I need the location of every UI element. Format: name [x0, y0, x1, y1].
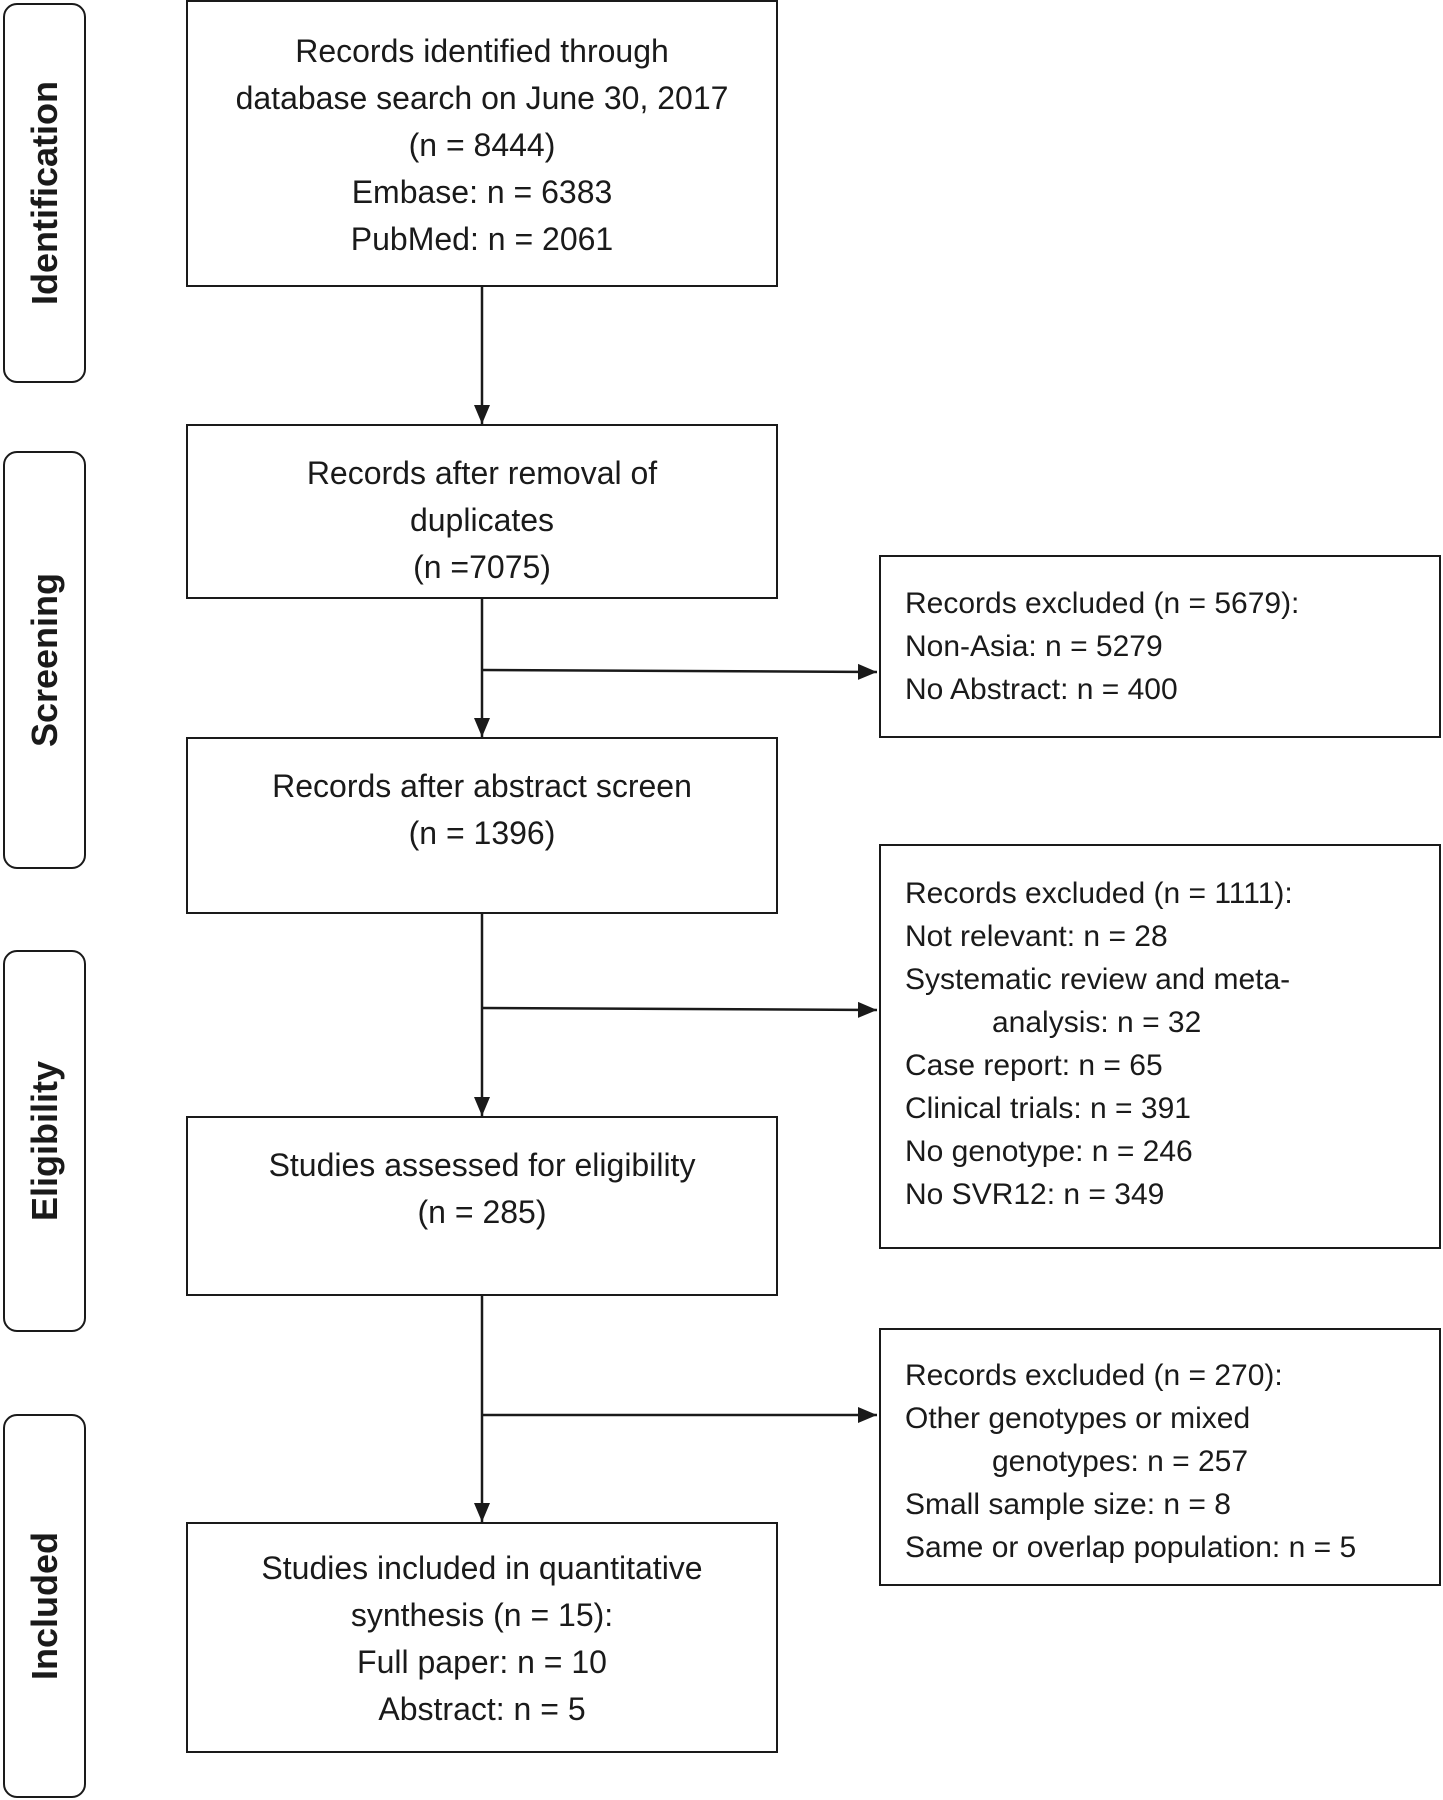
- box-excluded-eligibility: Records excluded (n = 270): Other genoty…: [879, 1328, 1441, 1586]
- box-line: (n =7075): [413, 549, 551, 585]
- phase-identification: Identification: [3, 3, 86, 383]
- box-line: Other genotypes or mixed: [905, 1402, 1251, 1435]
- box-line: genotypes: n = 257: [992, 1445, 1249, 1478]
- box-line: synthesis (n = 15):: [350, 1597, 614, 1633]
- phase-eligibility: Eligibility: [3, 950, 86, 1332]
- box-line: Case report: n = 65: [905, 1049, 1163, 1082]
- box-line: Not relevant: n = 28: [905, 920, 1168, 953]
- box-excluded-screening: Records excluded (n = 5679): Non-Asia: n…: [879, 555, 1441, 738]
- arrow-to-screening-exclusion: [481, 663, 878, 680]
- box-line: No Abstract: n = 400: [905, 673, 1178, 706]
- box-line: duplicates: [409, 502, 555, 538]
- arrow-to-abstract-exclusion: [481, 1001, 878, 1018]
- box-line: Records after removal of: [306, 455, 658, 491]
- box-abstract-screen: Records after abstract screen (n = 1396): [186, 737, 778, 914]
- box-identification: Records identified through database sear…: [186, 0, 778, 287]
- box-duplicates: Records after removal of duplicates (n =…: [186, 424, 778, 599]
- box-line: Small sample size: n = 8: [905, 1488, 1231, 1521]
- box-line: Records excluded (n = 270):: [905, 1359, 1283, 1392]
- box-excluded-abstract: Records excluded (n = 1111): Not relevan…: [879, 844, 1441, 1249]
- box-line: Records identified through: [295, 33, 669, 69]
- box-eligibility: Studies assessed for eligibility (n = 28…: [186, 1116, 778, 1296]
- box-line: Abstract: n = 5: [378, 1691, 586, 1727]
- phase-screening: Screening: [3, 451, 86, 869]
- box-line: Non-Asia: n = 5279: [905, 630, 1163, 663]
- box-line: No SVR12: n = 349: [905, 1178, 1165, 1211]
- box-line: Records excluded (n = 1111):: [905, 877, 1293, 910]
- box-line: Clinical trials: n = 391: [905, 1092, 1191, 1125]
- box-line: Records after abstract screen: [272, 768, 692, 804]
- box-line: Studies assessed for eligibility: [268, 1147, 696, 1183]
- box-line: Embase: n = 6383: [351, 174, 613, 210]
- box-line: (n = 1396): [408, 815, 556, 851]
- box-line: analysis: n = 32: [992, 1006, 1202, 1039]
- box-line: No genotype: n = 246: [905, 1135, 1193, 1168]
- box-line: database search on June 30, 2017: [235, 80, 729, 116]
- box-line: (n = 8444): [408, 127, 556, 163]
- box-line: Studies included in quantitative: [261, 1550, 703, 1586]
- box-line: Systematic review and meta-: [905, 963, 1291, 996]
- box-line: PubMed: n = 2061: [350, 221, 614, 257]
- box-line: Same or overlap population: n = 5: [905, 1531, 1357, 1564]
- phase-included: Included: [3, 1414, 86, 1798]
- box-line: (n = 285): [417, 1194, 547, 1230]
- box-included: Studies included in quantitative synthes…: [186, 1522, 778, 1753]
- box-line: Records excluded (n = 5679):: [905, 587, 1300, 620]
- box-line: Full paper: n = 10: [357, 1644, 607, 1680]
